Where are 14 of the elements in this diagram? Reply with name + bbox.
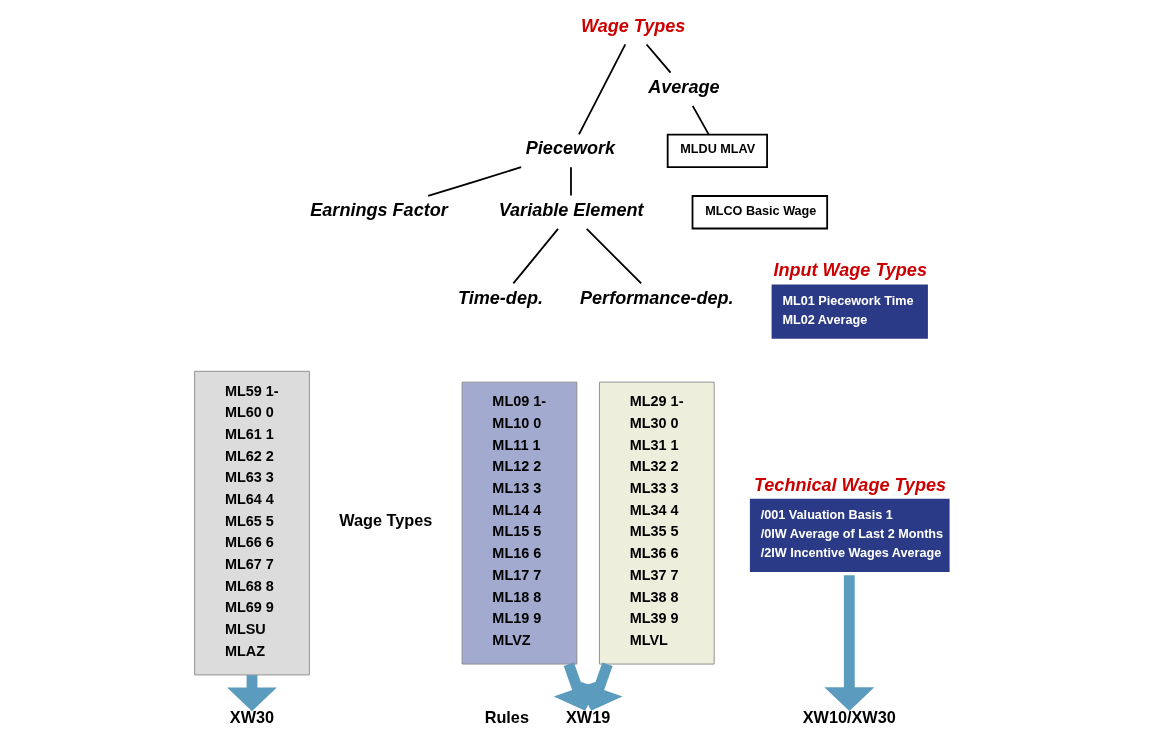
node-label: Technical Wage Types bbox=[753, 474, 947, 495]
node-text: XW10/XW30 bbox=[802, 708, 896, 727]
label: Rules bbox=[484, 708, 529, 727]
node-text: Piecework bbox=[525, 138, 616, 159]
node-text: Wage Types bbox=[580, 15, 686, 36]
node-text: XW30 bbox=[229, 708, 275, 727]
node-text: Variable Element bbox=[498, 199, 644, 220]
node-text: Earnings Factor bbox=[310, 199, 448, 220]
node-text: Performance-dep. bbox=[580, 287, 734, 308]
node-text: Average bbox=[648, 76, 720, 97]
node-text: Time-dep. bbox=[458, 287, 544, 308]
node-label: Input Wage Types bbox=[773, 260, 927, 281]
node-text: XW19 bbox=[566, 708, 611, 727]
label: Wage Types bbox=[339, 511, 433, 530]
